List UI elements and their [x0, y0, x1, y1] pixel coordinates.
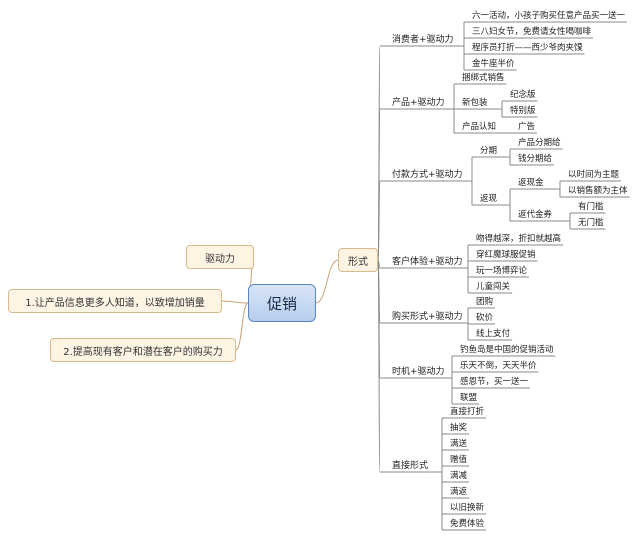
product-awareness[interactable]: 产品认知 — [462, 122, 497, 132]
root-node[interactable]: 促销 — [248, 284, 316, 322]
connector — [377, 180, 381, 261]
branch-purchase[interactable]: 购买形式+驱动力 — [392, 312, 463, 322]
rebate-cashback[interactable]: 返现金 — [518, 178, 544, 188]
motive-node[interactable]: 驱动力 — [186, 245, 254, 269]
purchase-item[interactable]: 团购 — [476, 297, 494, 307]
connector — [377, 259, 381, 473]
timing-item[interactable]: 钓鱼岛是中国的促销活动 — [460, 345, 554, 355]
experience-item[interactable]: 儿童闯关 — [476, 282, 511, 292]
connector — [235, 302, 249, 351]
payment-installment[interactable]: 分期 — [480, 146, 498, 156]
connector — [221, 300, 249, 304]
direct-item[interactable]: 直接打折 — [450, 407, 485, 417]
experience-item[interactable]: 吻得越深，折扣就越高 — [476, 234, 562, 244]
installment-item[interactable]: 钱分期给 — [518, 154, 553, 164]
connector — [315, 259, 339, 304]
consumer-item[interactable]: 金牛座半价 — [472, 59, 515, 69]
goal-node-2[interactable]: 2.提高现有客户和潜在客户的购买力 — [50, 338, 236, 362]
timing-item[interactable]: 联盟 — [460, 393, 478, 403]
branch-consumer[interactable]: 消费者+驱动力 — [392, 35, 454, 45]
voucher-item[interactable]: 无门槛 — [578, 218, 604, 228]
newpack-item[interactable]: 纪念版 — [510, 90, 536, 100]
newpack-item[interactable]: 特别版 — [510, 106, 536, 116]
branch-experience[interactable]: 客户体验+驱动力 — [392, 257, 463, 267]
branch-timing[interactable]: 时机+驱动力 — [392, 367, 445, 377]
timing-item[interactable]: 乐天不倒，天天半价 — [460, 361, 537, 371]
rebate-voucher[interactable]: 返代金券 — [518, 210, 553, 220]
product-bundle[interactable]: 捆绑式销售 — [462, 73, 505, 83]
direct-item[interactable]: 满减 — [450, 471, 468, 481]
consumer-item[interactable]: 程序员打折——西少爷肉夹馍 — [472, 43, 583, 53]
experience-item[interactable]: 穿红魔球服促销 — [476, 250, 536, 260]
consumer-item[interactable]: 六一活动，小孩子购买任意产品买一送一 — [472, 11, 626, 21]
cashback-item[interactable]: 以销售额为主体 — [568, 186, 628, 196]
product-newpack[interactable]: 新包装 — [462, 98, 488, 108]
branch-product[interactable]: 产品+驱动力 — [392, 98, 445, 108]
branch-payment[interactable]: 付款方式+驱动力 — [392, 170, 463, 180]
installment-item[interactable]: 产品分期给 — [518, 138, 561, 148]
branch-direct[interactable]: 直接形式 — [392, 461, 429, 471]
direct-item[interactable]: 满送 — [450, 439, 468, 449]
consumer-item[interactable]: 三八妇女节，免费请女性喝咖啡 — [472, 27, 592, 37]
awareness-item[interactable]: 广告 — [518, 122, 536, 132]
purchase-item[interactable]: 线上支付 — [476, 329, 511, 339]
timing-item[interactable]: 感恩节，买一送一 — [460, 377, 529, 387]
direct-item[interactable]: 抽奖 — [450, 423, 468, 433]
cashback-item[interactable]: 以时间为主题 — [568, 170, 620, 180]
direct-item[interactable]: 满返 — [450, 487, 468, 497]
voucher-item[interactable]: 有门槛 — [578, 202, 604, 212]
purchase-item[interactable]: 砍价 — [476, 313, 494, 323]
goal-node-1[interactable]: 1.让产品信息更多人知道，以致增加销量 — [8, 289, 222, 313]
experience-item[interactable]: 玩一场博弈论 — [476, 266, 528, 276]
direct-item[interactable]: 赠值 — [450, 455, 468, 465]
direct-item[interactable]: 免费体验 — [450, 519, 485, 529]
payment-rebate[interactable]: 返现 — [480, 194, 498, 204]
form-node[interactable]: 形式 — [338, 248, 378, 272]
direct-item[interactable]: 以旧换新 — [450, 503, 485, 513]
